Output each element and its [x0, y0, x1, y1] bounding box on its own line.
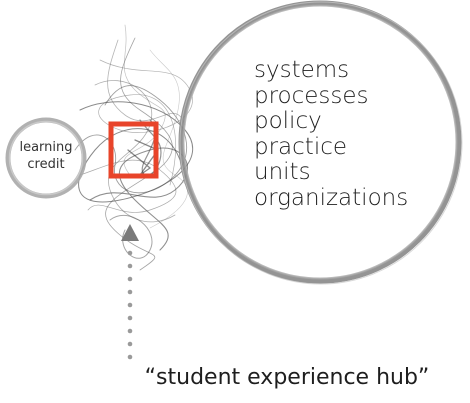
small-circle — [5, 117, 87, 199]
dotted-connector — [127, 250, 133, 360]
small-circle-label: learning credit — [2, 139, 90, 173]
list-item: practice — [254, 133, 347, 160]
list-item: policy — [254, 108, 322, 134]
large-circle — [178, 0, 463, 285]
pointer-arrow-icon — [121, 224, 139, 241]
caption-text: “student experience hub” — [144, 365, 430, 390]
list-item: organizations — [254, 184, 409, 211]
list-item: processes — [254, 82, 369, 109]
small-circle-line-1: learning — [19, 140, 73, 155]
list-item: units — [254, 159, 311, 185]
caption: “student experience hub” — [0, 365, 470, 390]
list-item: systems — [254, 57, 350, 83]
highlight-square — [108, 121, 159, 179]
small-circle-line-2: credit — [27, 157, 65, 172]
large-circle-list: systems processes policy practice units … — [254, 57, 409, 211]
